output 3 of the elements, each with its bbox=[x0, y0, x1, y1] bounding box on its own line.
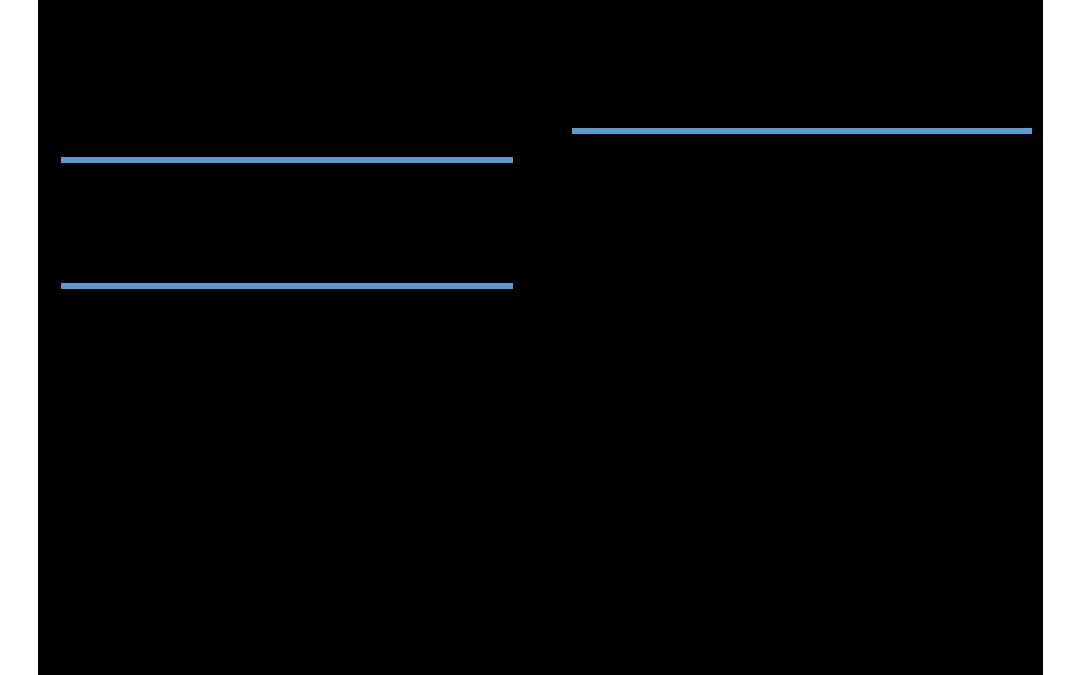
horizontal-bar bbox=[572, 128, 1032, 134]
horizontal-bar bbox=[61, 283, 513, 289]
horizontal-bar bbox=[61, 157, 513, 163]
